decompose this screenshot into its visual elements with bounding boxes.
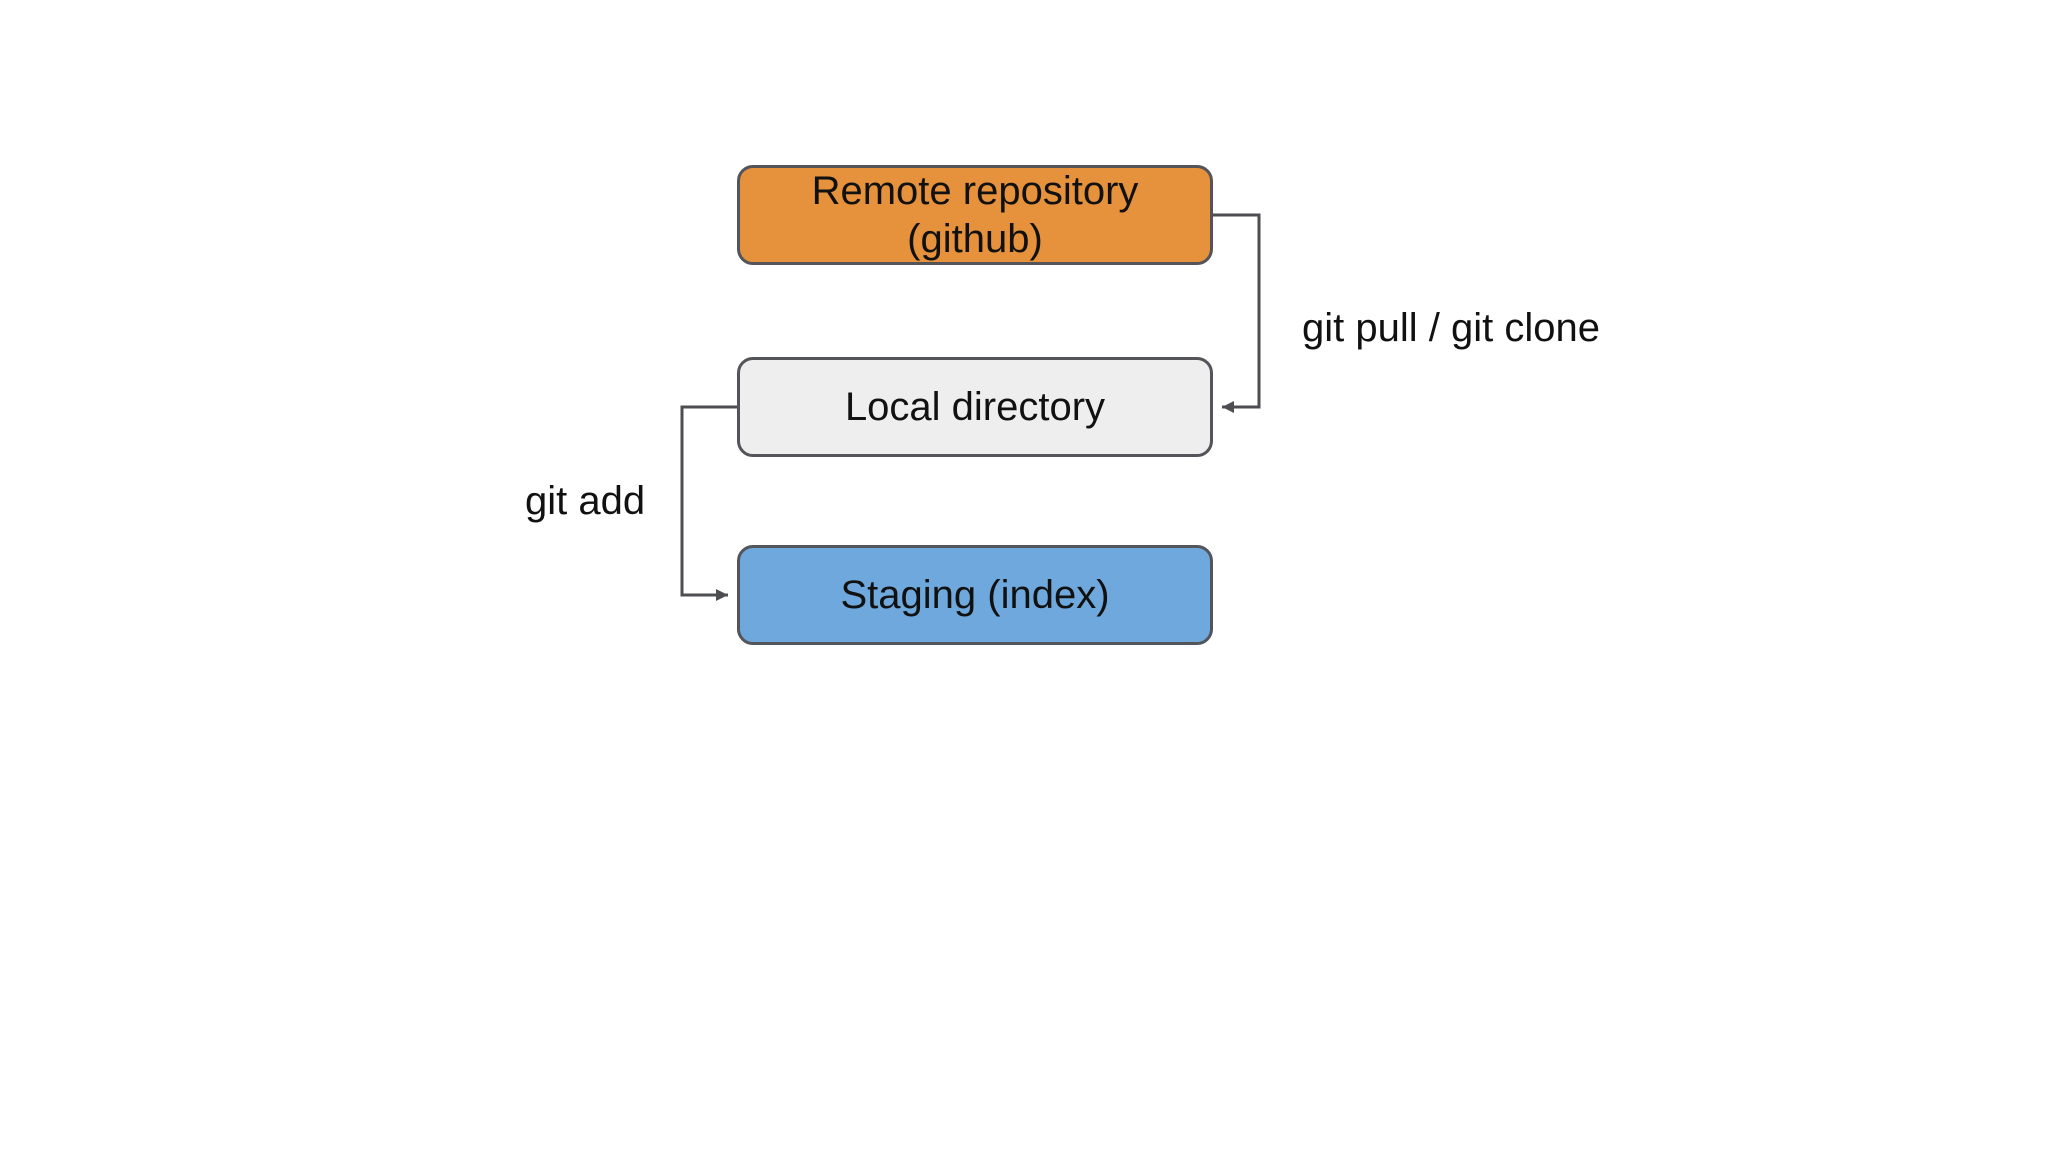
edge-add-line (680, 405, 737, 601)
edge-pull-line (1213, 213, 1261, 413)
edge-label-git-pull-clone: git pull / git clone (1302, 306, 1600, 350)
node-remote-repository: Remote repository (github) (737, 165, 1213, 265)
node-staging-index: Staging (index) (737, 545, 1213, 645)
edge-label-git-add: git add (525, 479, 646, 523)
node-local-directory: Local directory (737, 357, 1213, 457)
